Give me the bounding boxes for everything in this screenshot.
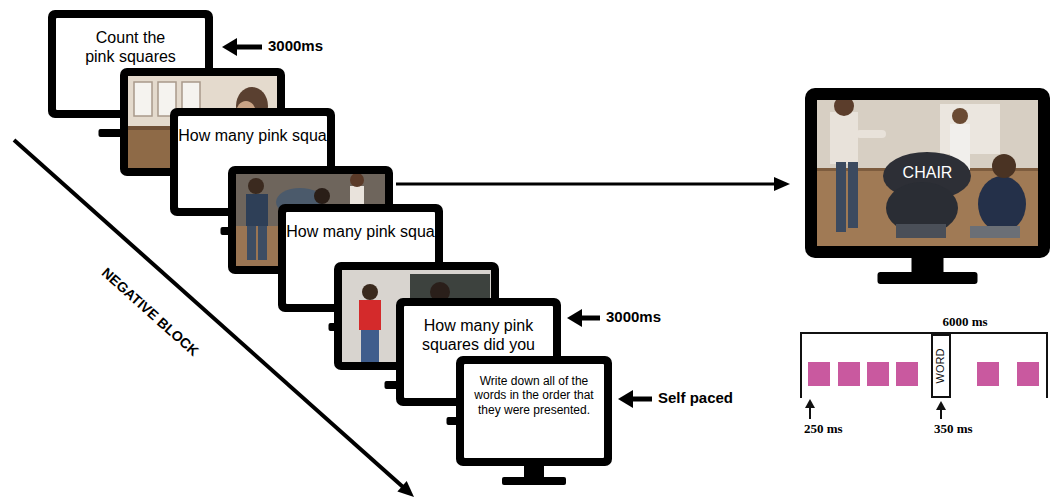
zoom-arrow-part	[396, 183, 776, 186]
pointer-arrow-part	[222, 38, 237, 56]
word-box: WORD	[931, 334, 951, 398]
trial-timeline-part	[800, 333, 802, 398]
question-screen: How many pink squa	[170, 108, 335, 216]
pointer-arrow-part	[630, 397, 652, 402]
pointer-arrow	[222, 38, 262, 56]
pointer-arrow	[618, 390, 652, 408]
photo-screen-part-part	[134, 82, 152, 116]
timeline-duration: 6000 ms	[939, 314, 990, 330]
stimulus-monitor-part	[878, 272, 978, 284]
photo-screen-part-part	[314, 188, 330, 204]
monitor-stand	[524, 464, 544, 478]
stimulus-monitor-part-part	[896, 224, 946, 238]
stimulus-screen: CHAIR	[805, 88, 1050, 258]
stimulus-monitor-part-part	[848, 162, 858, 228]
zoom-arrow	[396, 177, 790, 191]
trial-timeline-part	[1046, 333, 1048, 398]
pink-square	[896, 362, 918, 386]
photo-screen-part-part	[247, 226, 256, 260]
trial-timeline-part	[936, 401, 946, 410]
stimulus-monitor-part-part	[992, 154, 1016, 178]
pointer-arrow	[567, 309, 600, 327]
stimulus-monitor-part-part	[970, 226, 1020, 238]
zoom-arrow-part	[774, 177, 790, 191]
stimulus-monitor-part-part	[856, 130, 886, 138]
question-text: How many pink squa	[286, 222, 436, 241]
pink-square	[977, 362, 999, 386]
duration-label: 3000ms	[268, 37, 323, 55]
monitor-base	[502, 477, 566, 485]
recall-screen: Write down all of the words in the order…	[456, 356, 612, 466]
instruction-screen: Count the pink squares	[48, 10, 213, 118]
photo-screen-part-part	[350, 174, 364, 187]
stimulus-monitor-part-part	[817, 100, 1038, 246]
stimulus-monitor-part	[912, 256, 944, 274]
question-text: How many pink squares did you	[404, 316, 554, 354]
question-text: How many pink squa	[178, 126, 328, 145]
stimulus-monitor-part-part	[978, 176, 1026, 232]
stimulus-monitor-part	[817, 100, 1038, 246]
question-screen: How many pink squa	[278, 204, 443, 312]
monitor-frame	[456, 356, 612, 466]
pointer-arrow-part	[567, 309, 582, 327]
pink-square	[1017, 362, 1039, 386]
duration-label: Self paced	[658, 389, 733, 407]
stimulus-word: CHAIR	[903, 163, 953, 182]
stimulus-monitor-part-part	[834, 100, 854, 116]
timing-label: 350 ms	[934, 421, 973, 437]
monitor-screen	[464, 364, 604, 458]
stimulus-monitor-part-part	[836, 162, 846, 232]
photo-screen-part-part	[361, 330, 379, 362]
duration-label: 3000ms	[606, 308, 661, 326]
pink-square	[838, 362, 860, 386]
photo-screen-part-part	[362, 284, 378, 300]
block-label: NEGATIVE BLOCK	[98, 264, 202, 359]
pink-square	[867, 362, 889, 386]
pointer-arrow-part	[618, 390, 633, 408]
photo-screen-part-part	[359, 300, 381, 330]
stimulus-monitor	[805, 88, 1050, 284]
pink-square	[808, 362, 830, 386]
word-marker: WORD	[934, 349, 947, 384]
timing-label: 250 ms	[804, 421, 843, 437]
photo-screen-part-part	[258, 226, 267, 260]
recall-screen-frame	[456, 356, 612, 485]
photo-screen-part-part	[248, 178, 264, 194]
trial-timeline-part	[805, 399, 815, 408]
photo-screen-part-part	[246, 194, 268, 226]
pointer-arrow-part	[579, 316, 600, 321]
stimulus-monitor-part-part	[952, 108, 968, 124]
arrow-head	[397, 481, 414, 497]
pointer-arrow-part	[234, 45, 262, 50]
trial-timeline-part	[800, 332, 1048, 334]
instruction-text: Count the pink squares	[81, 28, 181, 66]
recall-instruction: Write down all of the words in the order…	[470, 374, 598, 417]
stimulus-monitor-part	[805, 88, 1050, 258]
trial-timeline	[800, 333, 1048, 419]
stimulus-monitor-part-part	[830, 112, 858, 164]
